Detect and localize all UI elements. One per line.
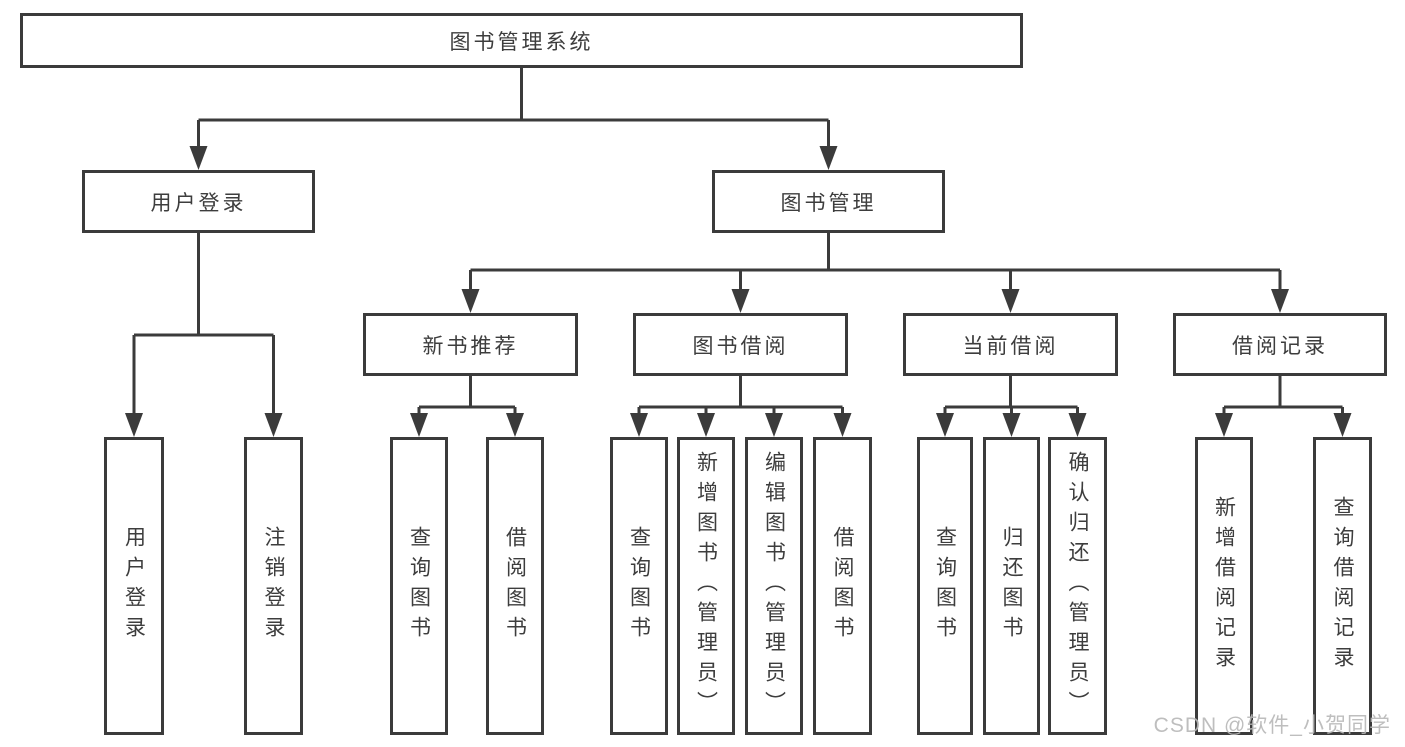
leaf-recommend-borrow-books-label: 借阅图书 (503, 526, 527, 646)
node-root-label: 图书管理系统 (449, 30, 594, 54)
node-current-borrow: 当前借阅 (903, 313, 1118, 376)
node-borrow-records: 借阅记录 (1173, 313, 1387, 376)
arrowhead (410, 413, 428, 437)
leaf-add-borrow-record-label: 新增借阅记录 (1212, 496, 1236, 676)
leaf-current-query-books: 查询图书 (917, 437, 973, 735)
node-user-login-label: 用户登录 (150, 191, 247, 215)
leaf-borrow-query-books: 查询图书 (610, 437, 668, 735)
leaf-query-borrow-record: 查询借阅记录 (1313, 437, 1372, 735)
arrowhead (630, 413, 648, 437)
node-new-book-recommend-label: 新书推荐 (422, 334, 519, 358)
arrowhead (1271, 289, 1289, 313)
leaf-borrow-books-label: 借阅图书 (831, 526, 854, 646)
leaf-recommend-query-books: 查询图书 (390, 437, 448, 735)
connector-book-borrow-to-leaves (630, 376, 852, 437)
arrowhead (125, 413, 143, 437)
watermark: CSDN @软件_小贺同学 (1153, 714, 1391, 737)
node-book-borrow-label: 图书借阅 (692, 334, 789, 358)
leaf-borrow-books: 借阅图书 (813, 437, 872, 735)
leaf-recommend-query-books-label: 查询图书 (407, 526, 431, 646)
node-book-management-label: 图书管理 (780, 191, 877, 215)
leaf-logout-label: 注销登录 (262, 526, 285, 646)
node-new-book-recommend: 新书推荐 (363, 313, 578, 376)
leaf-edit-books-admin-label: 编辑图书（管理员） (762, 451, 786, 721)
arrowhead (819, 146, 838, 170)
arrowhead (189, 146, 208, 170)
node-root: 图书管理系统 (20, 13, 1023, 68)
leaf-recommend-borrow-books: 借阅图书 (486, 437, 544, 735)
leaf-query-borrow-record-label: 查询借阅记录 (1331, 496, 1354, 676)
node-current-borrow-label: 当前借阅 (962, 334, 1059, 358)
arrowhead (264, 413, 283, 437)
arrowhead (1001, 289, 1020, 313)
leaf-return-books-label: 归还图书 (1000, 526, 1023, 646)
arrowhead (936, 413, 954, 437)
leaf-user-login-label: 用户登录 (122, 526, 146, 646)
arrowhead (765, 413, 783, 437)
arrowhead (1068, 413, 1087, 437)
connector-book-management-to-level3 (461, 233, 1289, 313)
connector-new-book-recommend-to-leaves (410, 376, 524, 437)
arrowhead (1333, 413, 1352, 437)
leaf-add-borrow-record: 新增借阅记录 (1195, 437, 1253, 735)
arrowhead (731, 289, 750, 313)
arrowhead (1215, 413, 1233, 437)
leaf-current-query-books-label: 查询图书 (933, 526, 957, 646)
leaf-user-login: 用户登录 (104, 437, 164, 735)
connector-user-login-to-leaves (125, 233, 283, 437)
node-borrow-records-label: 借阅记录 (1232, 334, 1328, 358)
leaf-edit-books-admin: 编辑图书（管理员） (745, 437, 803, 735)
node-book-borrow: 图书借阅 (633, 313, 848, 376)
leaf-borrow-query-books-label: 查询图书 (627, 526, 651, 646)
leaf-add-books-admin-label: 新增图书（管理员） (694, 451, 718, 721)
leaf-confirm-return-admin: 确认归还（管理员） (1048, 437, 1107, 735)
arrowhead (697, 413, 715, 437)
node-book-management: 图书管理 (712, 170, 945, 233)
connector-current-borrow-to-leaves (936, 376, 1087, 437)
leaf-add-books-admin: 新增图书（管理员） (677, 437, 735, 735)
leaf-confirm-return-admin-label: 确认归还（管理员） (1066, 451, 1089, 721)
arrowhead (506, 413, 524, 437)
leaf-logout: 注销登录 (244, 437, 303, 735)
arrowhead (833, 413, 852, 437)
connector-root-to-level2 (189, 68, 838, 170)
node-user-login: 用户登录 (82, 170, 315, 233)
arrowhead (1002, 413, 1021, 437)
arrowhead (461, 289, 480, 313)
leaf-return-books: 归还图书 (983, 437, 1040, 735)
connector-borrow-records-to-leaves (1215, 376, 1352, 437)
